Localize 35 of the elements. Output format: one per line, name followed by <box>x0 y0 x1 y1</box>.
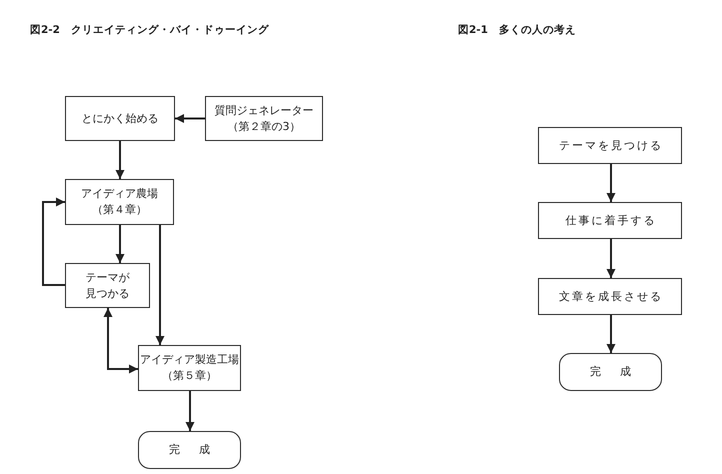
process-box <box>65 263 150 308</box>
process-box <box>138 345 241 391</box>
box-label: テーマが見つかる <box>84 270 130 302</box>
arrow <box>186 391 194 431</box>
process-box <box>538 127 682 164</box>
box-label: アイディア製造工場 <box>140 352 239 368</box>
arrow <box>175 114 205 123</box>
figure-title: 図2-2 クリエイティング・バイ・ドゥーイング <box>30 24 269 37</box>
box-label: 完 成 <box>168 442 214 458</box>
process-box <box>65 179 174 225</box>
chapter-note: （第５章） <box>162 368 217 384</box>
box-label: 文章を成長させる <box>558 288 663 304</box>
process-box <box>65 96 175 141</box>
arrow <box>116 141 124 179</box>
box-label: 質問ジェネレーター <box>214 102 314 118</box>
chapter-note: （第２章の3） <box>228 118 300 134</box>
box-label: テーマを見つける <box>558 138 663 154</box>
chapter-note: （第４章） <box>92 202 147 218</box>
box-label: 完 成 <box>589 364 635 380</box>
double-arrow <box>104 308 138 374</box>
arrow <box>606 164 616 202</box>
terminal-box <box>559 353 662 391</box>
terminal-box <box>138 431 241 469</box>
arrow <box>42 198 65 286</box>
box-label: アイディア農場 <box>81 186 158 202</box>
arrow <box>116 225 124 263</box>
process-box <box>538 278 682 315</box>
process-box <box>538 202 682 239</box>
box-label: とにかく始める <box>82 110 158 126</box>
process-box <box>205 96 323 141</box>
arrow <box>606 239 616 278</box>
arrow <box>606 315 616 353</box>
figure-title: 図2-1 多くの人の考え <box>458 24 576 37</box>
arrow <box>156 225 164 345</box>
box-label: 仕事に着手する <box>564 212 656 228</box>
